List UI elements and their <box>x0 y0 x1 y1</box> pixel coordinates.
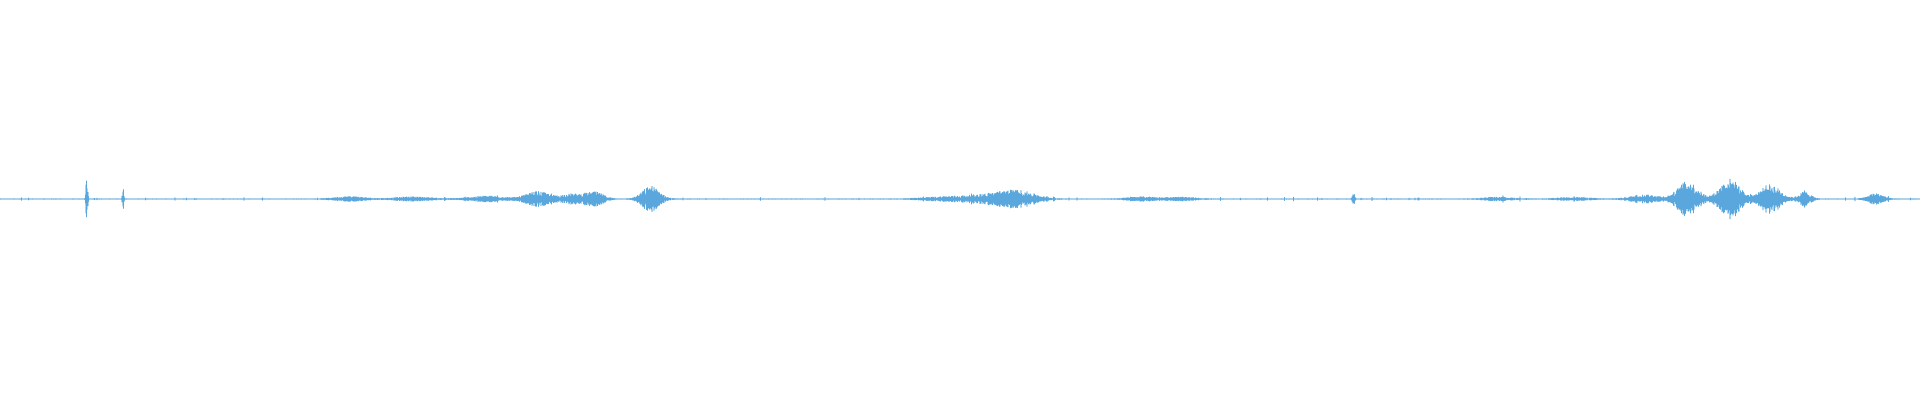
waveform-signal <box>0 178 1920 220</box>
